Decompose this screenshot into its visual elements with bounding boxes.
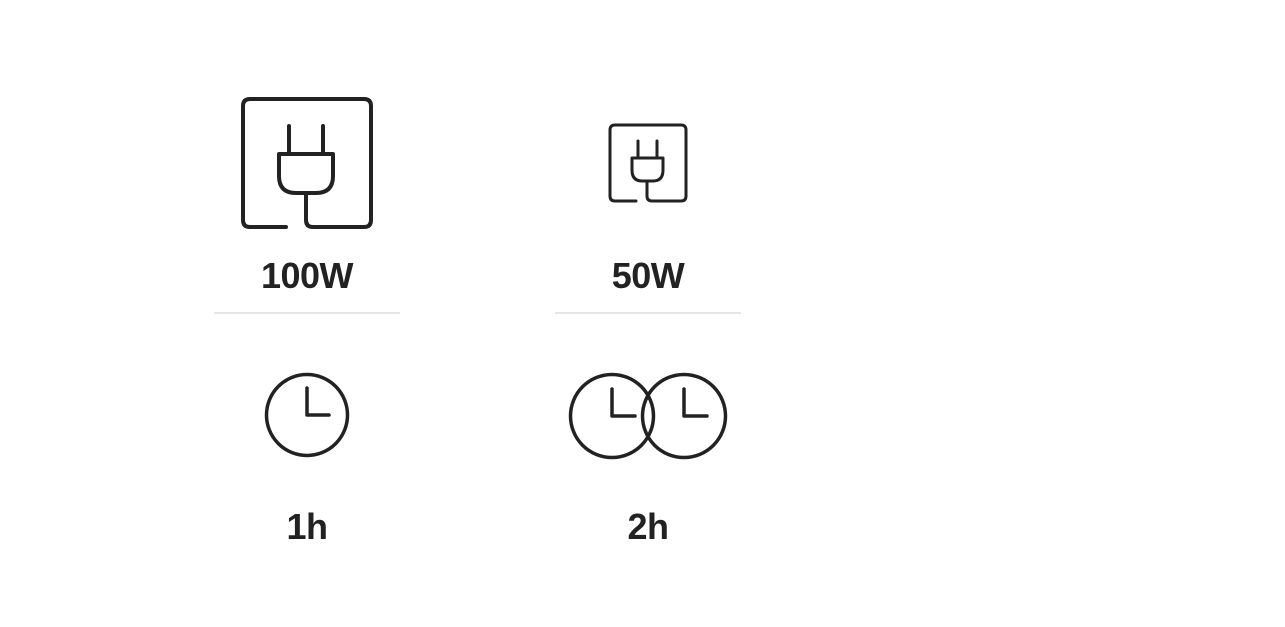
double-clock-container (555, 372, 741, 460)
time-label: 1h (286, 506, 328, 547)
clock-icon-container (214, 372, 400, 458)
plug-icon-container (555, 123, 741, 203)
clock-icon (640, 372, 728, 460)
power-label: 100W (260, 255, 354, 296)
comparison-column-100w: 100W 1h (214, 0, 400, 627)
double-clock-icon (568, 372, 728, 460)
divider (214, 312, 400, 314)
plug-icon (241, 97, 373, 229)
plug-icon (608, 123, 688, 203)
power-label: 50W (611, 255, 685, 296)
plug-icon-container (214, 96, 400, 230)
clock-icon (568, 372, 656, 460)
divider (555, 312, 741, 314)
clock-icon (264, 372, 350, 458)
time-label: 2h (627, 506, 669, 547)
comparison-column-50w: 50W 2h (555, 0, 741, 627)
